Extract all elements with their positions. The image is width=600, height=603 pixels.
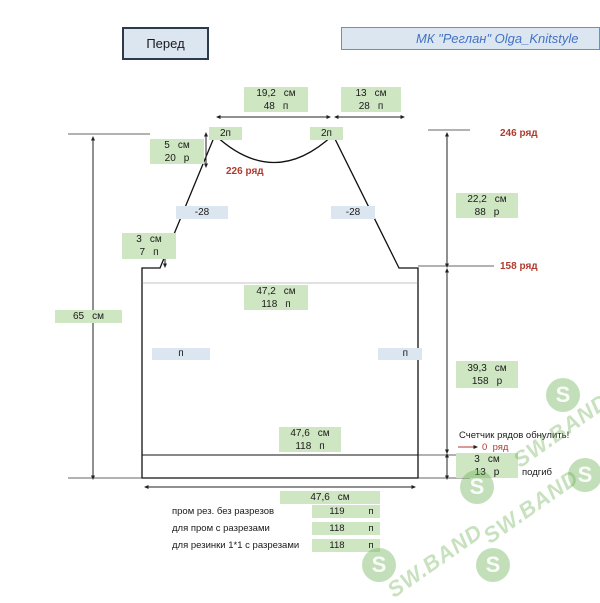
cast-on-table: пром рез. без разрезов 119 п для пром с … <box>166 505 380 552</box>
table-row: пром рез. без разрезов 119 п <box>166 505 380 518</box>
hem-fold-note: подгиб <box>522 467 552 478</box>
watermark-logo: S <box>476 548 510 582</box>
side-mark-right: п <box>378 348 422 360</box>
page-title: Перед <box>122 27 209 60</box>
neck-corner-right: 2п <box>310 127 343 140</box>
watermark-logo: S <box>546 378 580 412</box>
pattern-header: МК "Реглан" Olga_Knitstyle <box>341 27 600 50</box>
row-counter-note: Счетчик рядов обнулить! <box>459 430 570 441</box>
top-row-mark: 246 ряд <box>500 128 538 139</box>
raglan-row-mark: 158 ряд <box>500 261 538 272</box>
side-mark-left: п <box>152 348 210 360</box>
raglan-dec-left: -28 <box>176 206 228 219</box>
table-row: для пром с разрезами 118 п <box>166 522 380 535</box>
neck-row-mark: 226 ряд <box>226 166 264 177</box>
watermark-logo: S <box>568 458 600 492</box>
watermark-logo: S <box>362 548 396 582</box>
neck-corner-left: 2п <box>209 127 242 140</box>
table-row: для резинки 1*1 с разрезами 118 п <box>166 539 380 552</box>
raglan-dec-right: -28 <box>331 206 375 219</box>
row-counter-zero: 0 ряд <box>482 442 509 453</box>
pattern-drawing <box>68 115 494 489</box>
watermark-logo: S <box>460 470 494 504</box>
